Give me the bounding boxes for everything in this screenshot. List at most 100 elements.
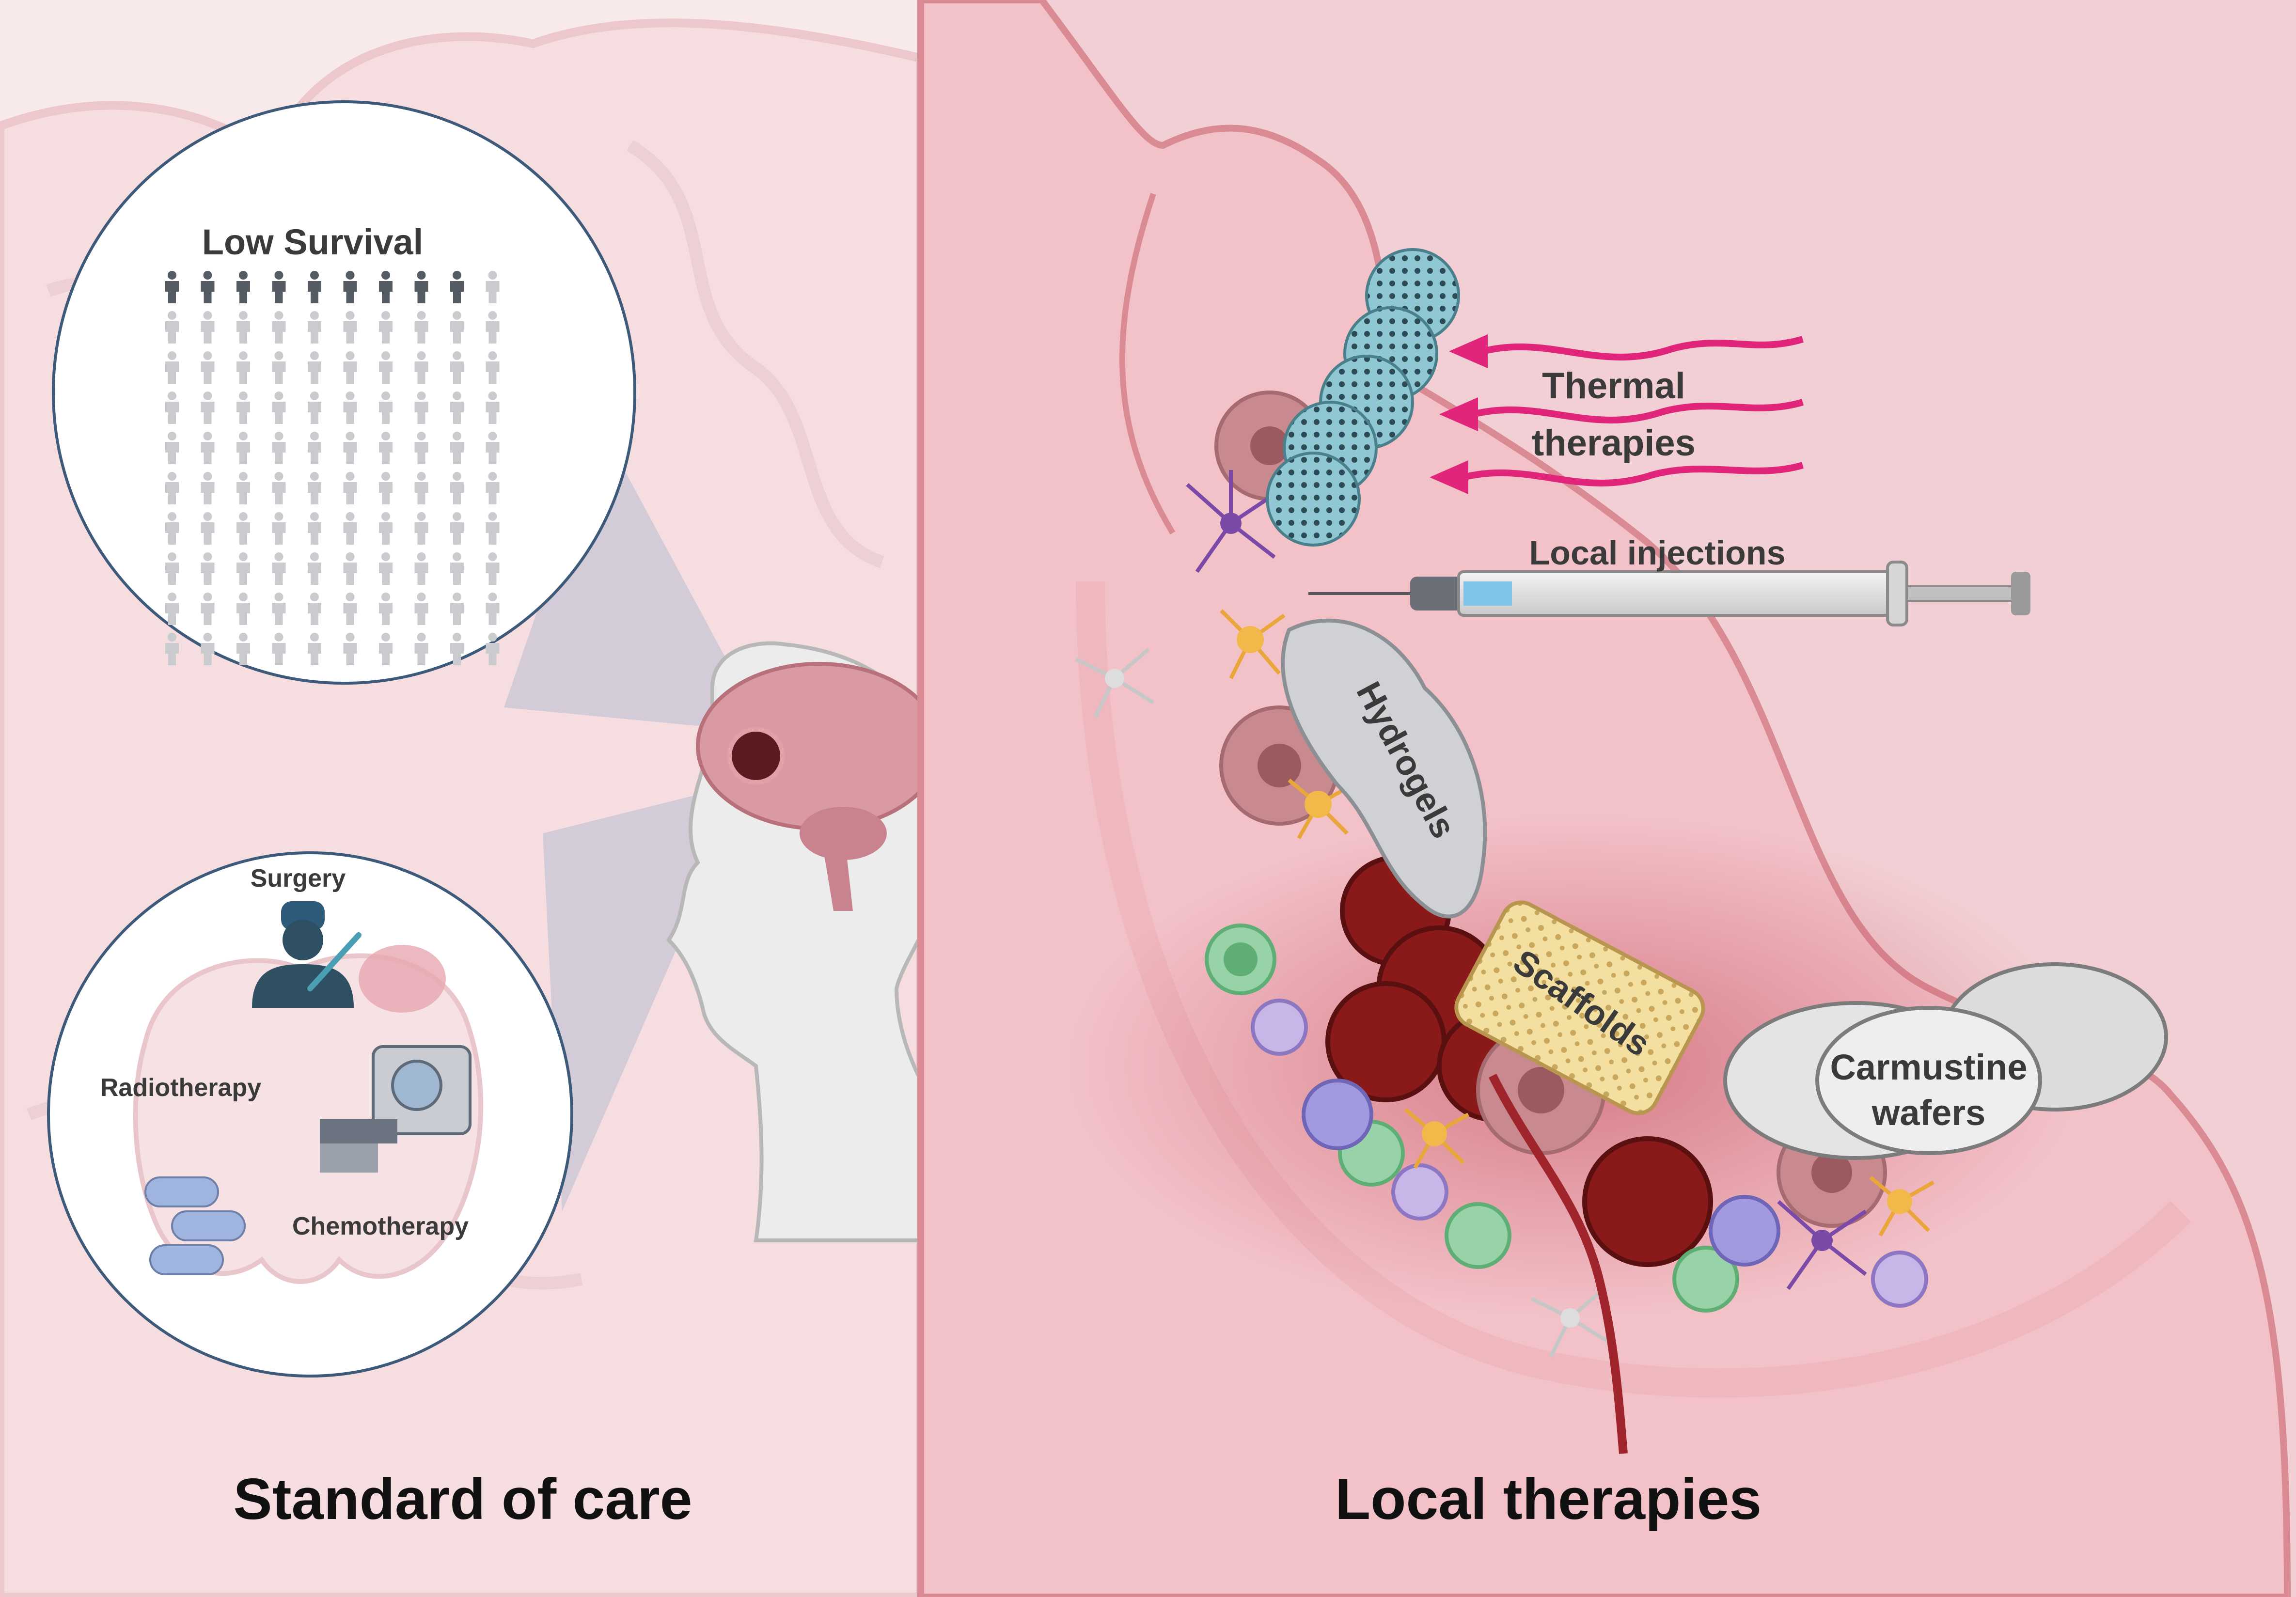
person-icon (201, 552, 215, 585)
person-icon (272, 432, 286, 464)
thermal-arrowheads (1430, 334, 1488, 494)
person-icon (236, 271, 250, 303)
person-icon (236, 593, 250, 625)
person-icon (201, 593, 215, 625)
person-icon (379, 432, 393, 464)
person-icon (272, 351, 286, 384)
projection-cone-top (504, 426, 737, 727)
thermal-arrows (1463, 336, 1804, 486)
person-icon (379, 391, 393, 424)
person-icon (201, 271, 215, 303)
thermal-arrow-3 (1463, 462, 1804, 486)
person-icon (201, 391, 215, 424)
person-icon (486, 633, 500, 665)
person-icon (450, 633, 464, 665)
person-icon (486, 512, 500, 545)
person-icon (308, 351, 321, 384)
thermal-arrow-1 (1482, 336, 1804, 360)
chemotherapy-label: Chemotherapy (292, 1212, 469, 1240)
person-icon (486, 311, 500, 344)
survival-circle (52, 100, 636, 685)
person-icon (486, 271, 500, 303)
person-icon (165, 633, 179, 665)
person-icon (414, 552, 428, 585)
person-icon (450, 311, 464, 344)
person-icon (343, 552, 357, 585)
person-icon (201, 432, 215, 464)
person-icon (414, 351, 428, 384)
person-icon (236, 351, 250, 384)
person-icon (236, 552, 250, 585)
person-icon (414, 512, 428, 545)
person-icon (414, 391, 428, 424)
person-icon (236, 311, 250, 344)
person-icon (486, 593, 500, 625)
person-icon (343, 472, 357, 504)
person-icon (379, 472, 393, 504)
inset-tumor (359, 945, 446, 1013)
person-icon (414, 432, 428, 464)
person-icon (308, 472, 321, 504)
brainstem (819, 824, 853, 911)
survival-inset: Low Survival (52, 100, 636, 685)
people-grid (165, 271, 500, 665)
person-icon (308, 432, 321, 464)
glial-cells (1075, 470, 1934, 1358)
person-icon (414, 311, 428, 344)
person-icon (343, 633, 357, 665)
person-icon (379, 633, 393, 665)
immune-cells (1205, 924, 1928, 1313)
vessel-line (1119, 193, 1176, 535)
surgeon-icon (252, 901, 362, 1008)
hydrogel-blob (1281, 618, 1487, 919)
person-icon (236, 472, 250, 504)
carmustine-label-line2: wafers (1871, 1093, 1985, 1133)
nanoparticle-chain (1266, 248, 1460, 547)
person-icon (272, 633, 286, 665)
person-icon (272, 391, 286, 424)
surgery-label: Surgery (251, 864, 346, 892)
person-icon (379, 512, 393, 545)
person-icon (450, 271, 464, 303)
local-injections-label: Local injections (1529, 534, 1786, 572)
person-icon (165, 311, 179, 344)
carmustine-label-line1: Carmustine (1830, 1047, 2027, 1087)
person-icon (236, 633, 250, 665)
person-icon (450, 512, 464, 545)
person-icon (165, 271, 179, 303)
person-icon (308, 593, 321, 625)
person-icon (414, 472, 428, 504)
person-icon (165, 552, 179, 585)
person-icon (414, 633, 428, 665)
person-icon (414, 271, 428, 303)
radiotherapy-label: Radiotherapy (100, 1074, 261, 1102)
person-icon (236, 391, 250, 424)
blood-vessel (1488, 1073, 1628, 1454)
left-fold-line-2 (627, 140, 884, 568)
scaffold-block (1454, 900, 1705, 1115)
right-panel: Thermal therapies Local injections Hydro… (917, 0, 2296, 1597)
person-icon (343, 512, 357, 545)
person-icon (343, 391, 357, 424)
person-icon (450, 472, 464, 504)
person-icon (165, 391, 179, 424)
person-icon (308, 512, 321, 545)
person-icon (486, 552, 500, 585)
person-icon (165, 512, 179, 545)
standard-of-care-heading: Standard of care (234, 1467, 692, 1532)
person-icon (308, 633, 321, 665)
person-icon (343, 351, 357, 384)
radiotherapy-machine-icon (320, 1045, 472, 1173)
carmustine-wafers (1723, 962, 2168, 1160)
person-icon (343, 311, 357, 344)
person-icon (343, 432, 357, 464)
person-icon (165, 432, 179, 464)
local-therapies-heading: Local therapies (1335, 1467, 1761, 1532)
person-icon (201, 633, 215, 665)
person-icon (486, 472, 500, 504)
person-icon (450, 552, 464, 585)
person-icon (272, 593, 286, 625)
person-icon (379, 552, 393, 585)
person-icon (308, 552, 321, 585)
